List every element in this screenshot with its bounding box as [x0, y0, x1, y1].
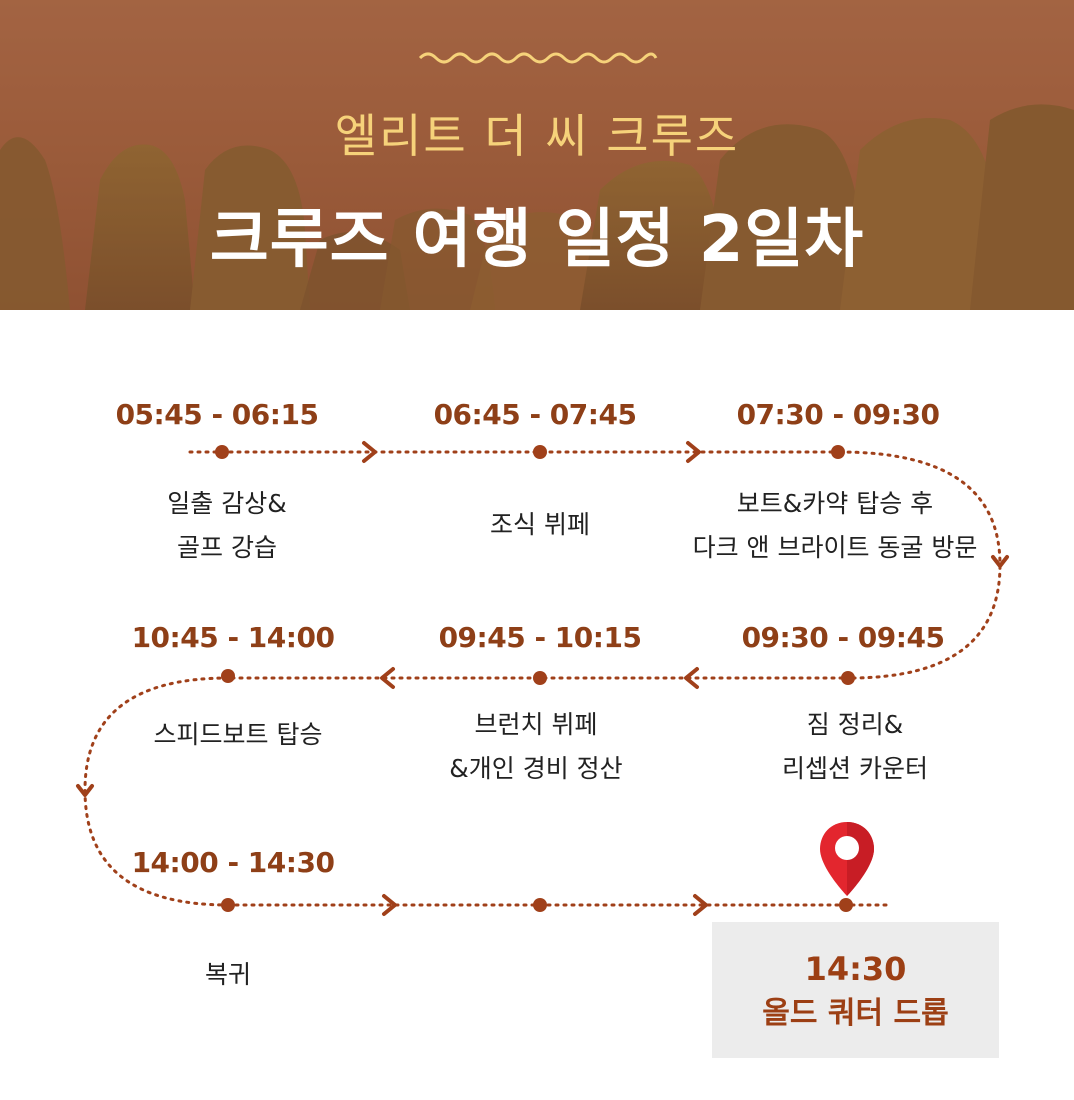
time-slot-7: 14:00 - 14:30 [131, 846, 335, 879]
time-slot-2: 06:45 - 07:45 [433, 398, 637, 431]
time-slot-3: 07:30 - 09:30 [736, 398, 940, 431]
timeline-dot [533, 898, 547, 912]
arrow-left-icon [684, 667, 699, 689]
activity-2-line1: 조식 뷔페 [490, 510, 590, 539]
destination-time: 14:30 [804, 950, 907, 988]
map-pin-icon [820, 822, 874, 896]
activity-3-line2: 다크 앤 브라이트 동굴 방문 [692, 533, 978, 562]
time-slot-1: 05:45 - 06:15 [115, 398, 319, 431]
activity-4: 짐 정리& 리셉션 카운터 [685, 703, 1025, 791]
timeline-dot [215, 445, 229, 459]
time-slot-4: 09:30 - 09:45 [741, 621, 945, 654]
activity-3: 보트&카약 탑승 후 다크 앤 브라이트 동굴 방문 [660, 482, 1010, 570]
time-slot-5: 09:45 - 10:15 [438, 621, 642, 654]
activity-1: 일출 감상& 골프 강습 [57, 482, 397, 570]
time-slot-6: 10:45 - 14:00 [131, 621, 335, 654]
timeline-dot [533, 445, 547, 459]
activity-5: 브런치 뷔페 &개인 경비 정산 [366, 703, 706, 791]
timeline-dot [839, 898, 853, 912]
chevron-down-icon [76, 784, 94, 797]
destination-box: 14:30 올드 쿼터 드롭 [712, 922, 999, 1058]
activity-5-line1: 브런치 뷔페 [474, 710, 598, 739]
arrow-right-icon [693, 894, 708, 916]
timeline-dot [221, 669, 235, 683]
activity-1-line1: 일출 감상& [167, 489, 287, 518]
arrow-left-icon [380, 667, 395, 689]
header-banner: 엘리트 더 씨 크루즈 크루즈 여행 일정 2일차 [0, 0, 1074, 310]
activity-6-line1: 스피드보트 탑승 [153, 720, 323, 749]
timeline-dot [831, 445, 845, 459]
activity-6: 스피드보트 탑승 [68, 713, 408, 757]
activity-4-line2: 리셉션 카운터 [782, 754, 928, 783]
destination-name: 올드 쿼터 드롭 [762, 996, 949, 1031]
timeline-dot [533, 671, 547, 685]
arrow-right-icon [686, 441, 701, 463]
activity-3-line1: 보트&카약 탑승 후 [736, 489, 934, 518]
karst-mountains-background [0, 0, 1074, 310]
activity-1-line2: 골프 강습 [177, 533, 277, 562]
arrow-right-icon [362, 441, 377, 463]
activity-7: 복귀 [58, 953, 398, 997]
timeline-dot [841, 671, 855, 685]
activity-2: 조식 뷔페 [370, 503, 710, 547]
wave-icon [418, 52, 658, 64]
cruise-name: 엘리트 더 씨 크루즈 [334, 109, 740, 163]
activity-7-line1: 복귀 [204, 960, 251, 989]
chevron-down-icon [991, 555, 1009, 568]
activity-4-line1: 짐 정리& [806, 710, 904, 739]
arrow-right-icon [382, 894, 397, 916]
timeline-dot [221, 898, 235, 912]
activity-5-line2: &개인 경비 정산 [449, 754, 623, 783]
page-title: 크루즈 여행 일정 2일차 [209, 203, 865, 277]
